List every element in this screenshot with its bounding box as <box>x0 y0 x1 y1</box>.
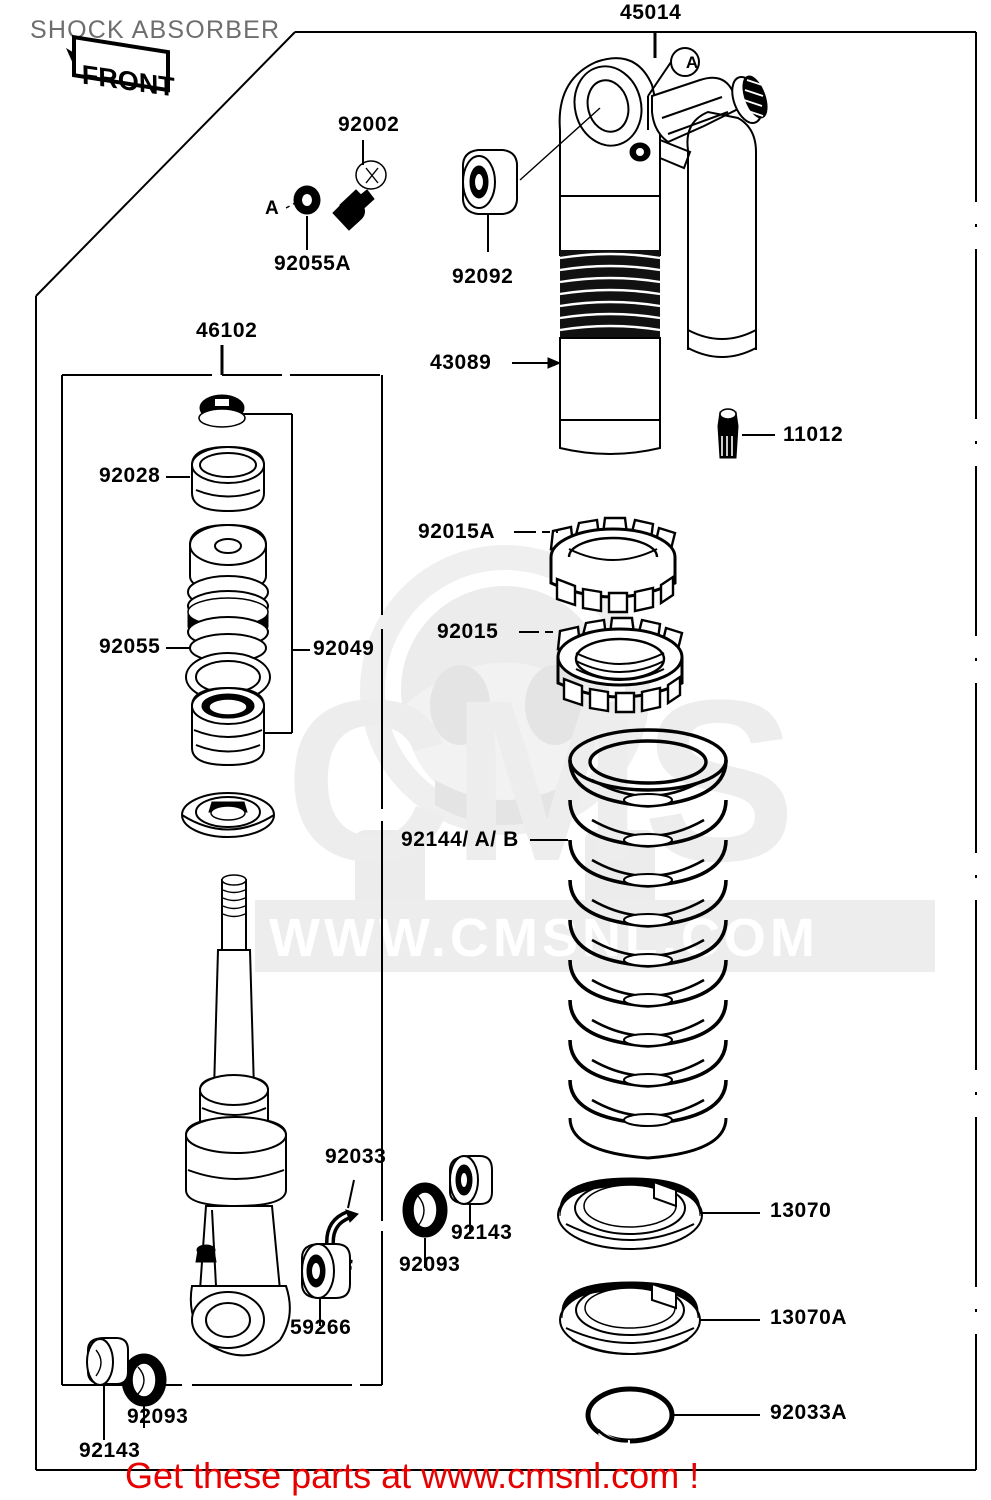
part-art-92144-spring <box>568 728 728 1160</box>
part-label-92055: 92055 <box>99 635 161 658</box>
part-label-92033A: 92033A <box>770 1401 848 1424</box>
part-label-92143-lower: 92143 <box>79 1439 141 1462</box>
part-art-92093-lower <box>121 1353 167 1407</box>
part-art-seal-seat <box>181 792 275 838</box>
part-art-reservoir <box>629 75 768 358</box>
part-label-92028: 92028 <box>99 464 161 487</box>
page-title: SHOCK ABSORBER <box>30 16 281 44</box>
footer-promo-text: Get these parts at www.cmsnl.com ! <box>125 1455 700 1496</box>
part-label-92015: 92015 <box>437 620 499 643</box>
part-label-13070: 13070 <box>770 1199 832 1222</box>
part-label-45014: 45014 <box>620 1 682 24</box>
part-label-13070A: 13070A <box>770 1306 848 1329</box>
part-label-59266: 59266 <box>290 1316 352 1339</box>
part-art-92093 <box>402 1182 448 1238</box>
part-art-92033A <box>585 1386 675 1447</box>
part-art-92028 <box>191 445 265 513</box>
part-art-92049-stack <box>185 523 271 767</box>
callout-marker-A-left: A <box>265 198 280 219</box>
callout-marker-A-top <box>647 47 700 130</box>
part-label-92093: 92093 <box>399 1253 461 1276</box>
part-label-92093-lower: 92093 <box>127 1405 189 1428</box>
part-label-92144: 92144/ A/ B <box>401 828 519 851</box>
part-art-13070 <box>557 1177 703 1250</box>
part-art-92143 <box>449 1155 493 1205</box>
part-label-92143: 92143 <box>451 1221 513 1244</box>
part-art-46102-rod <box>185 874 291 1357</box>
part-art-92015 <box>556 616 684 714</box>
part-label-43089: 43089 <box>430 351 492 374</box>
part-label-11012: 11012 <box>783 423 844 446</box>
front-direction-badge: FRONT <box>60 28 180 108</box>
part-art-59266 <box>301 1243 351 1299</box>
part-art-92002 <box>332 160 387 231</box>
part-art-43089 <box>519 57 661 455</box>
part-art-92092 <box>461 149 519 215</box>
part-art-11012 <box>717 408 739 459</box>
part-art-92015A <box>549 516 677 614</box>
part-label-92002: 92002 <box>338 113 400 136</box>
part-label-46102: 46102 <box>196 319 258 342</box>
part-label-92033: 92033 <box>325 1145 387 1168</box>
part-label-92055A: 92055A <box>274 252 352 275</box>
part-art-13070A <box>559 1281 701 1355</box>
callout-marker-A-top-label: A <box>685 53 699 72</box>
part-art-92143-lower <box>86 1337 129 1386</box>
part-label-92015A: 92015A <box>418 520 496 543</box>
part-label-92092: 92092 <box>452 265 514 288</box>
part-art-topcap <box>198 394 246 428</box>
part-label-92049: 92049 <box>313 637 375 660</box>
part-art-92055A <box>293 185 321 215</box>
